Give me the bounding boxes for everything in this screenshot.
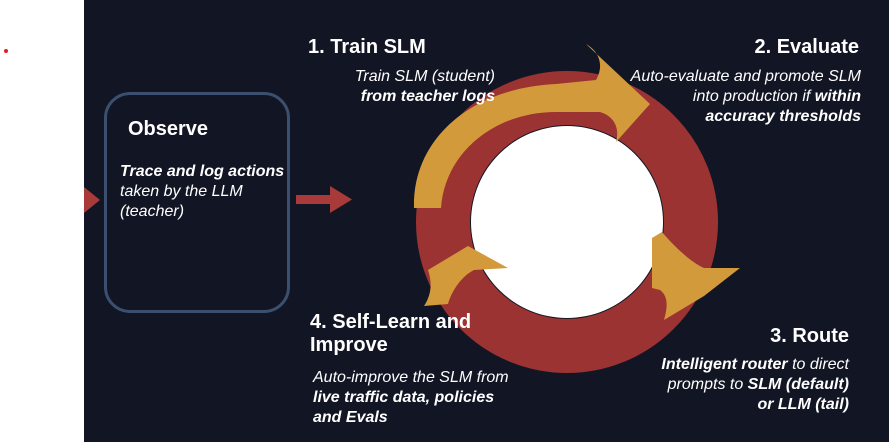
incoming-arrow <box>84 187 100 213</box>
gold-arrow-left <box>424 246 508 306</box>
step-3-desc-bold-1: Intelligent router <box>661 356 788 373</box>
step-1-desc-bold: from teacher logs <box>360 88 495 105</box>
observe-to-cycle-arrow <box>296 186 352 213</box>
observe-box <box>104 92 290 313</box>
step-3-desc-plain: to direct prompts to <box>667 356 849 393</box>
observe-desc-bold: Trace and log actions <box>120 163 285 180</box>
step-3-desc-bold-2: SLM (default) or LLM (tail) <box>747 376 849 413</box>
step-2-desc-bold: within accuracy thresholds <box>705 88 861 125</box>
step-1-description: Train SLM (student) from teacher logs <box>315 67 495 107</box>
step-4-description: Auto-improve the SLM from live traffic d… <box>313 368 523 428</box>
step-3-title: 3. Route <box>770 325 849 347</box>
step-4-desc-plain: Auto-improve the SLM from <box>313 369 509 386</box>
step-4-desc-bold: live traffic data, policies and Evals <box>313 389 495 426</box>
left-margin <box>0 0 84 442</box>
observe-description: Trace and log actions taken by the LLM (… <box>120 162 285 222</box>
observe-desc-rest: taken by the LLM (teacher) <box>120 183 243 220</box>
step-3-description: Intelligent router to direct prompts to … <box>649 355 849 415</box>
observe-title: Observe <box>128 118 209 140</box>
step-1-title: 1. Train SLM <box>308 36 426 58</box>
step-2-title: 2. Evaluate <box>754 36 859 58</box>
step-4-title: 4. Self-Learn and Improve <box>310 311 472 356</box>
step-2-description: Auto-evaluate and promote SLM into produ… <box>621 67 861 127</box>
bullet-dot <box>4 49 8 53</box>
step-2-desc-plain: Auto-evaluate and promote SLM into produ… <box>630 68 861 105</box>
gold-arrow-top <box>413 44 650 208</box>
cycle-center <box>471 126 663 318</box>
step-1-desc-plain: Train SLM (student) <box>354 68 495 85</box>
gold-arrow-right <box>652 232 740 320</box>
